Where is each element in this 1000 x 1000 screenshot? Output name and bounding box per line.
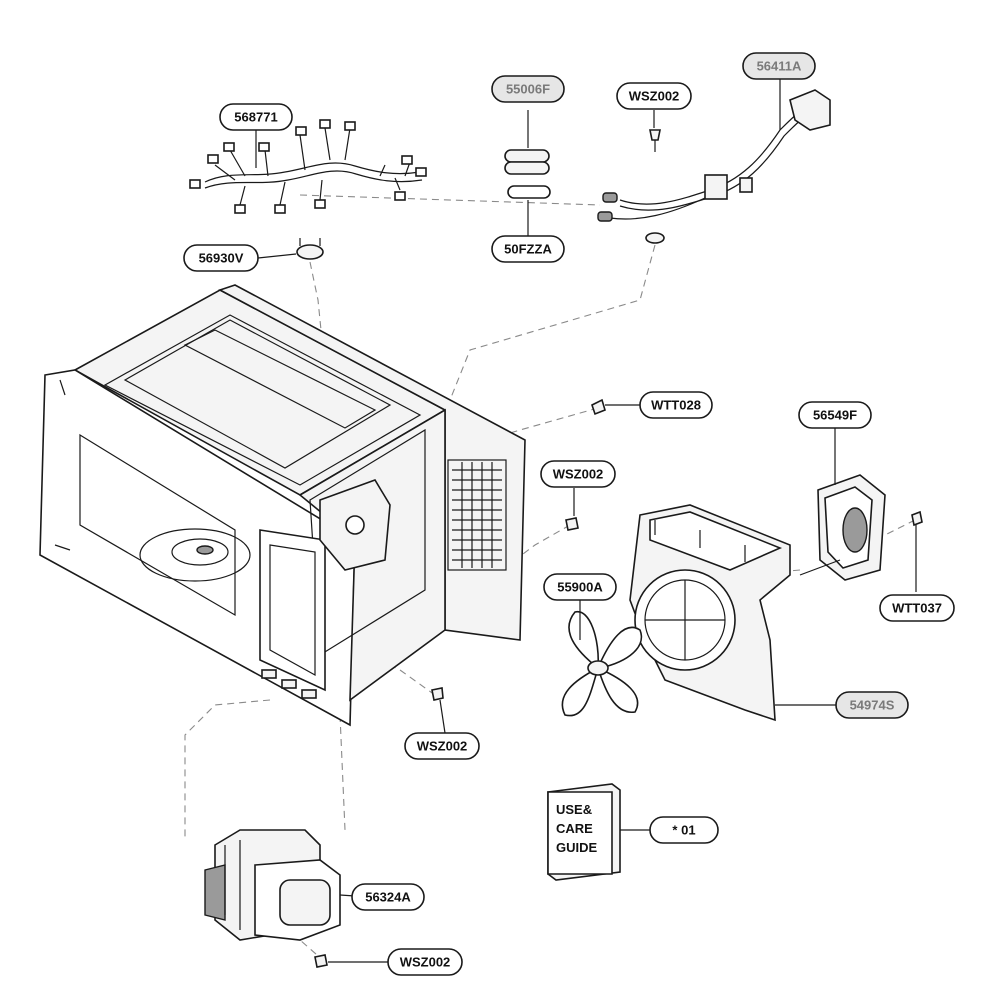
callout-wsz002-cavity: WSZ002 xyxy=(404,732,480,760)
svg-text:WSZ002: WSZ002 xyxy=(629,89,680,104)
wire-harness xyxy=(189,119,427,214)
callout-50FZZA: 50FZZA xyxy=(491,235,565,263)
callout-WTT037: WTT037 xyxy=(879,594,955,622)
callout-wsz002-bottom: WSZ002 xyxy=(387,948,463,976)
svg-text:55006F: 55006F xyxy=(506,82,550,97)
callout-55900A: 55900A xyxy=(543,573,617,601)
use-care-guide: USE& CARE GUIDE xyxy=(547,783,650,881)
svg-text:WSZ002: WSZ002 xyxy=(400,955,451,970)
svg-text:54974S: 54974S xyxy=(850,698,895,713)
svg-text:55900A: 55900A xyxy=(557,580,603,595)
book-line2: CARE xyxy=(556,821,593,836)
callout-54974S: 54974S xyxy=(835,691,909,719)
callout-56411A: 56411A xyxy=(742,52,816,80)
svg-text:50FZZA: 50FZZA xyxy=(504,242,552,257)
callout-56324A: 56324A xyxy=(351,883,425,911)
magnetron xyxy=(204,829,371,941)
screw-wsz002-cavity xyxy=(431,687,446,734)
screw-magnetron xyxy=(314,954,390,968)
callout-wsz002-top: WSZ002 xyxy=(616,82,692,110)
fan-motor xyxy=(799,428,886,581)
screw-wsz002-mid xyxy=(565,488,579,531)
callout-wsz002-mid: WSZ002 xyxy=(540,460,616,488)
svg-text:WTT037: WTT037 xyxy=(892,601,942,616)
callout-568771: 568771 xyxy=(219,103,293,168)
svg-text:WSZ002: WSZ002 xyxy=(417,739,468,754)
book-line1: USE& xyxy=(556,802,592,817)
fuse-set xyxy=(504,110,551,236)
assembly-lines xyxy=(184,194,916,963)
fan-bracket xyxy=(629,504,838,722)
svg-text:WTT028: WTT028 xyxy=(651,398,701,413)
callout-guide-01: * 01 xyxy=(649,816,719,844)
svg-text:* 01: * 01 xyxy=(672,823,695,838)
callout-WTT028: WTT028 xyxy=(639,391,713,419)
thermostat xyxy=(257,238,324,260)
callout-55006F: 55006F xyxy=(491,75,565,103)
fan-blade xyxy=(561,600,643,717)
oven-cavity xyxy=(39,284,526,727)
screw-wtt037 xyxy=(911,510,923,592)
power-cord xyxy=(597,78,831,244)
svg-text:56930V: 56930V xyxy=(199,251,244,266)
callout-56930V: 56930V xyxy=(183,244,259,272)
book-line3: GUIDE xyxy=(556,840,598,855)
svg-text:56324A: 56324A xyxy=(365,890,411,905)
screw-wtt028 xyxy=(591,398,640,416)
svg-text:568771: 568771 xyxy=(234,110,277,125)
callout-56549F: 56549F xyxy=(798,401,872,429)
svg-text:56549F: 56549F xyxy=(813,408,857,423)
vent-grille xyxy=(452,462,502,568)
svg-text:56411A: 56411A xyxy=(757,59,802,74)
svg-text:WSZ002: WSZ002 xyxy=(553,467,604,482)
